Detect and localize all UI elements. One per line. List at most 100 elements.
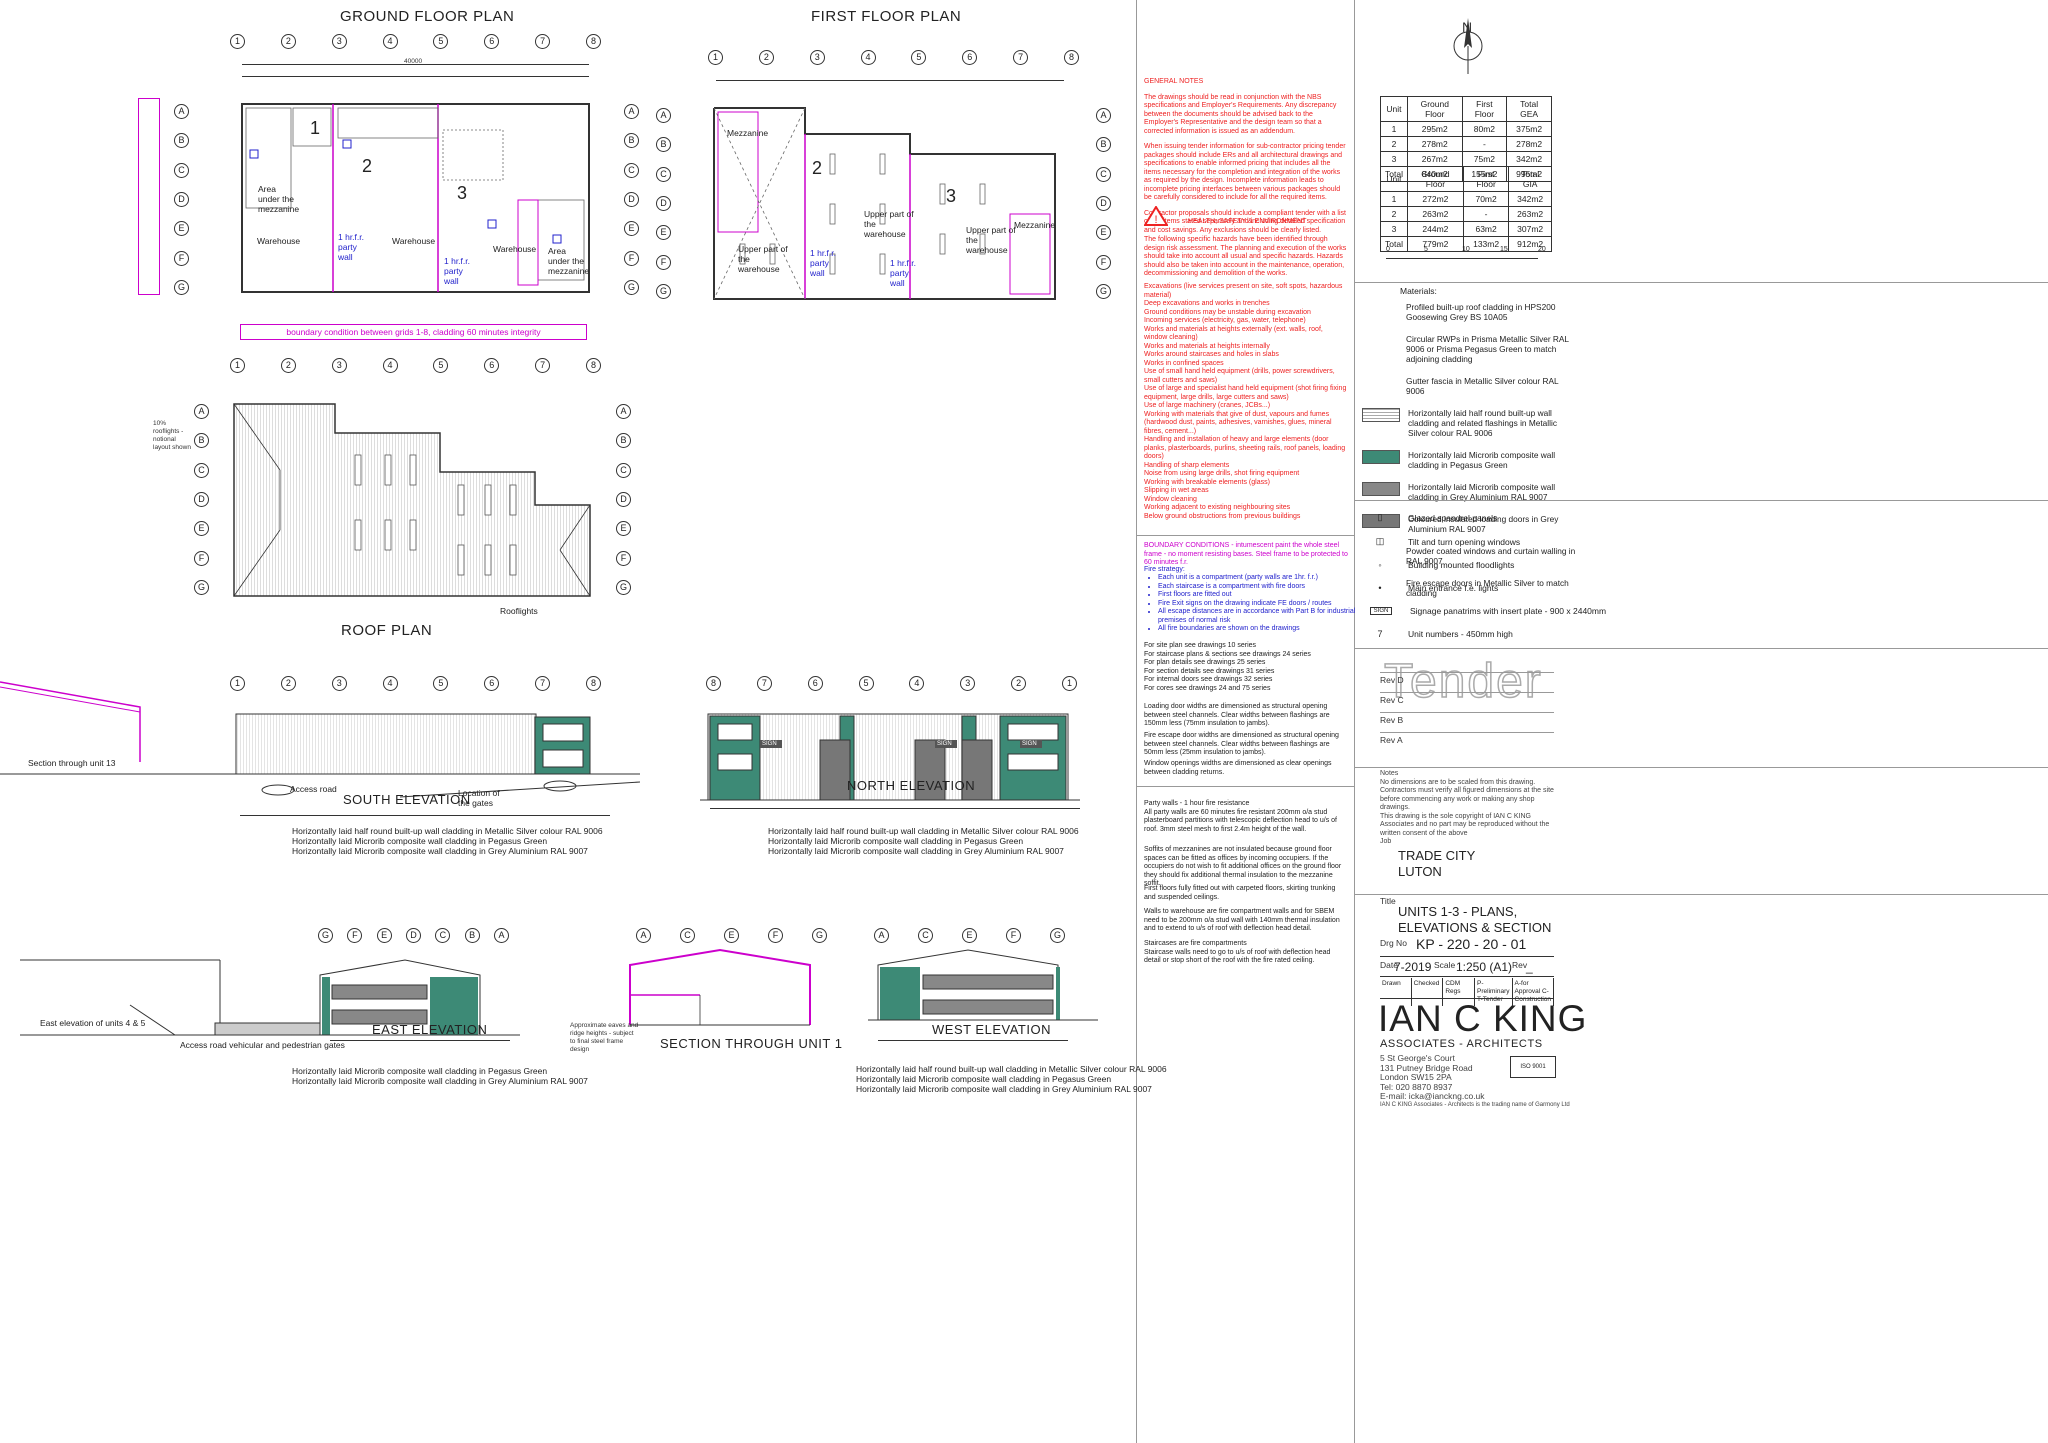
table-cell: Total [1380, 236, 1408, 252]
grid-bubble: G [656, 284, 671, 299]
material-swatch [1362, 450, 1400, 464]
material-item: Horizontally laid half round built-up wa… [1362, 408, 2042, 438]
table-cell: - [1461, 136, 1508, 152]
grid-bubble: A [656, 108, 671, 123]
scale-bar [1386, 258, 1538, 267]
grid-bubble: 6 [484, 358, 500, 373]
grid-bubble: F [194, 550, 209, 566]
roof-plan-drawing [233, 403, 591, 597]
warning-icon: ! [1143, 205, 1169, 226]
material-text: Profiled built-up roof cladding in HPS20… [1406, 302, 1556, 322]
title-notes: Notes No dimensions are to be scaled fro… [1380, 770, 1554, 845]
grid-bubble: B [1096, 137, 1111, 153]
rev-label: Rev [1512, 960, 1528, 970]
grid-bubble: D [616, 492, 631, 507]
series-item: For internal doors see drawings 32 serie… [1144, 676, 1273, 683]
status-cell: Checked [1412, 978, 1444, 1006]
table-cell: 133m2 [1462, 236, 1510, 252]
hazard-item: Use of small hand held equipment (drills… [1144, 368, 1335, 384]
fire-strategy-item: All fire boundaries are shown on the dra… [1158, 625, 1362, 634]
table-cell: 3 [1380, 151, 1408, 167]
notes-column: GENERAL NOTES The drawings should be rea… [1144, 78, 1348, 242]
grid-bubble: 1 [230, 34, 245, 49]
table-cell: - [1462, 206, 1510, 222]
legend-symbol-icon: ▯ [1377, 512, 1383, 522]
revision-row: Rev C [1380, 692, 1554, 705]
firm-footer: IAN C KING Associates - Architects is th… [1380, 1102, 1570, 1108]
legend-text: Building mounted floodlights [1408, 560, 1515, 570]
dimension-line [242, 76, 589, 77]
grid-bubble: E [1096, 225, 1111, 241]
sign-panel-1: SIGN [762, 741, 777, 747]
hazard-item: Works in confined spaces [1144, 359, 1224, 367]
drawing-scale: 1:250 (A1) [1456, 960, 1513, 974]
material-text: Coloured insulated loading doors in Grey… [1408, 514, 1559, 534]
grid-bubble: 4 [382, 358, 398, 373]
fire-strategy-item: Each staircase is a compartment with fir… [1158, 583, 1362, 592]
boundary-conditions: BOUNDARY CONDITIONS - intumescent paint … [1144, 542, 1348, 566]
grid-bubble: 8 [586, 34, 601, 49]
grid-bubble: C [435, 928, 451, 943]
warehouse-label-2: Warehouse [392, 236, 436, 246]
hazard-item: Working with materials that give of dust… [1144, 410, 1332, 435]
series-item: For cores see drawings 24 and 75 series [1144, 684, 1271, 692]
table-header: First Floor [1462, 166, 1510, 192]
grid-bubble: F [656, 254, 671, 270]
table-cell: 342m2 [1506, 151, 1552, 167]
material-item: Coloured insulated loading doors in Grey… [1362, 514, 2042, 534]
grid-bubble: 7 [756, 676, 772, 691]
grid-bubble: 5 [433, 358, 449, 373]
grid-bubble: C [174, 162, 189, 178]
table-header: Ground Floor [1406, 96, 1463, 122]
grid-bubble: B [194, 433, 209, 449]
staircase-note: Staircases are fire compartments Stairca… [1144, 940, 1331, 964]
scale-tick-label: 15 [1500, 246, 1508, 253]
material-item: Horizontally laid Microrib composite wal… [1362, 482, 2042, 502]
series-item: For staircase plans & sections see drawi… [1144, 650, 1311, 658]
table-cell: 912m2 [1508, 236, 1552, 252]
table-header: Total GEA [1506, 96, 1552, 122]
grid-bubble: 7 [1013, 50, 1029, 65]
grid-bubble: 6 [807, 676, 823, 691]
grid-bubble: 3 [809, 50, 825, 65]
legend-item: ▯Glazed spandrel panels [1362, 512, 2042, 523]
unit-number-2: 2 [362, 156, 373, 176]
east-units-label: East elevation of units 4 & 5 [40, 1018, 146, 1028]
hazard-item: Works and materials at heights internall… [1144, 342, 1270, 350]
series-item: For plan details see drawings 25 series [1144, 659, 1266, 666]
south-notes: Horizontally laid half round built-up wa… [292, 826, 603, 856]
firm-address: 5 St George's Court 131 Putney Bridge Ro… [1380, 1053, 1485, 1101]
material-item: Fire escape doors in Metallic Silver to … [1362, 578, 2042, 598]
material-item: Powder coated windows and curtain wallin… [1362, 546, 2042, 566]
north-notes: Horizontally laid half round built-up wa… [768, 826, 1079, 856]
hazard-item: Slipping in wet areas [1144, 487, 1209, 494]
legend-item: ◦Building mounted floodlights [1362, 560, 2042, 570]
first-party-wall-1: 1 hr.f.r. party wall [810, 248, 836, 278]
first-floors-note: First floors fully fitted out with carpe… [1144, 885, 1336, 901]
tb-line [1380, 976, 1554, 977]
area-under-mezzanine-label-3: Area under the mezzanine [548, 246, 590, 276]
grid-bubble: F [1006, 928, 1021, 943]
grid-bubble: D [174, 192, 189, 207]
table-cell: 2 [1380, 136, 1408, 152]
grid-bubble: 1 [230, 676, 245, 691]
grid-bubble: G [318, 928, 333, 943]
grid-bubble: C [616, 462, 631, 478]
revision-row: Rev D [1380, 672, 1554, 685]
title-block-divider [1354, 0, 1355, 1443]
legend-symbol-icon: ◫ [1375, 536, 1385, 546]
material-item: Circular RWPs in Prisma Metallic Silver … [1362, 334, 2042, 364]
hazard-item: Ground conditions may be unstable during… [1144, 308, 1311, 316]
hazard-item: Handling of sharp elements [1144, 461, 1230, 469]
area-under-mezzanine-label: Area under the mezzanine [258, 184, 300, 214]
legend-text: Main entrance f.e. lights [1408, 583, 1499, 593]
drg-label: Drg No [1380, 938, 1407, 948]
fire-strategy-item: First floors are fitted out [1158, 591, 1362, 600]
first-unit-3: 3 [946, 186, 957, 206]
party-walls-note: Party walls - 1 hour fire resistance All… [1144, 800, 1338, 833]
